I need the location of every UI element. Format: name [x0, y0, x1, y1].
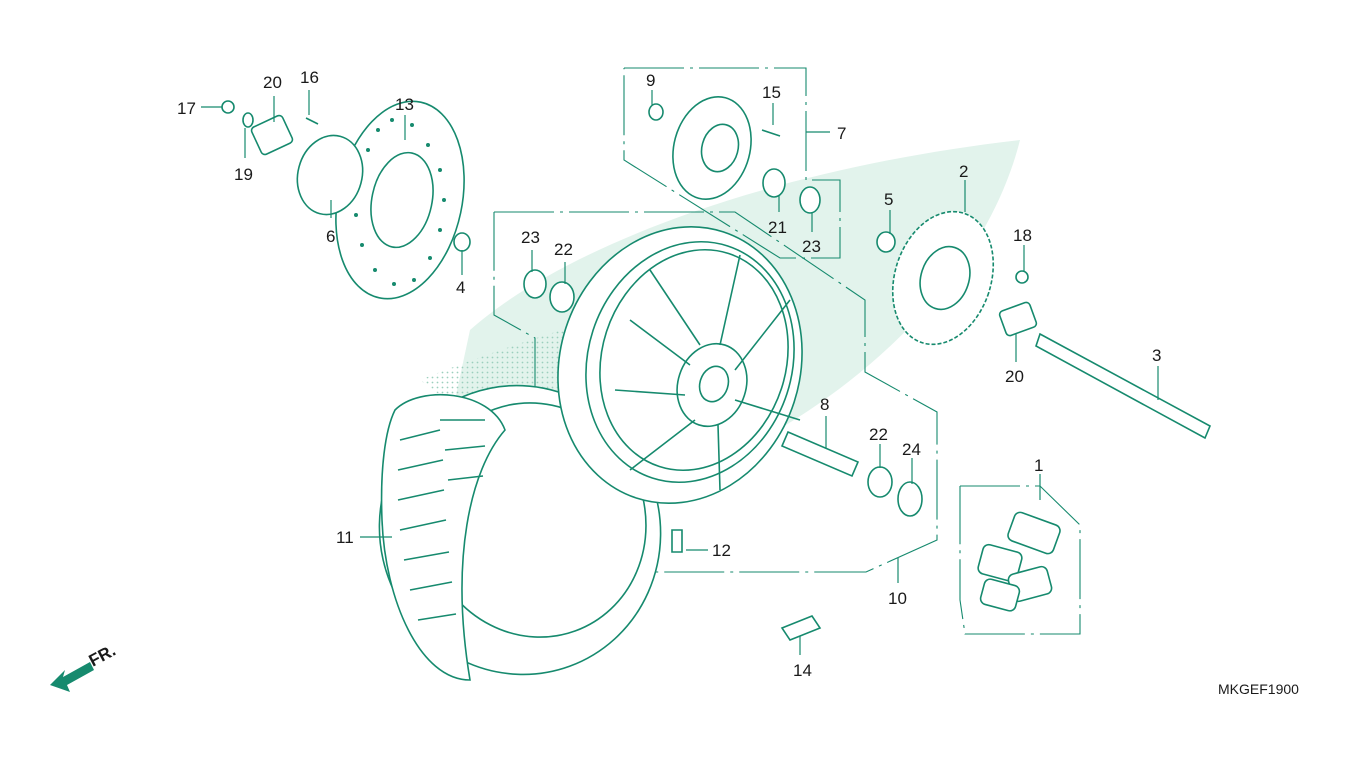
balance-weight-drawing — [780, 615, 822, 641]
callout-labels: 17 20 16 19 13 6 4 9 15 7 21 23 23 22 5 … — [177, 68, 1161, 680]
callout-1: 1 — [1034, 456, 1043, 475]
callout-21: 21 — [768, 218, 787, 237]
callout-3: 3 — [1152, 346, 1161, 365]
bolt-drawing — [305, 117, 319, 125]
gasket-drawing — [296, 134, 364, 216]
distance-collar-drawing — [780, 430, 860, 478]
diagram-code: MKGEF1900 — [1218, 681, 1299, 697]
callout-13: 13 — [395, 95, 414, 114]
sprocket-nut-drawing — [1015, 270, 1029, 284]
callout-19: 19 — [234, 165, 253, 184]
o-ring-drawing — [897, 481, 923, 517]
callout-15: 15 — [762, 83, 781, 102]
sprocket-drawing — [876, 210, 995, 346]
damper-rubbers-drawing — [977, 511, 1061, 612]
stopper-plate-drawing — [250, 114, 294, 156]
callout-17: 17 — [177, 99, 196, 118]
callout-2: 2 — [959, 162, 968, 181]
callout-6: 6 — [326, 227, 335, 246]
valve-drawing — [671, 529, 683, 553]
driven-flange-drawing — [648, 96, 821, 214]
callout-9: 9 — [646, 71, 655, 90]
callout-18: 18 — [1013, 226, 1032, 245]
callout-23: 23 — [521, 228, 540, 247]
callout-24: 24 — [902, 440, 921, 459]
washer-drawing — [242, 112, 254, 128]
callout-12: 12 — [712, 541, 731, 560]
callout-14: 14 — [793, 661, 812, 680]
stopper-plate-right-drawing — [998, 301, 1038, 337]
front-direction-arrow-icon — [50, 662, 94, 692]
callout-4: 4 — [456, 278, 465, 297]
collar-drawing — [453, 232, 471, 252]
callout-10: 10 — [888, 589, 907, 608]
callout-11: 11 — [336, 528, 354, 547]
callout-23: 23 — [802, 237, 821, 256]
callout-8: 8 — [820, 395, 829, 414]
callout-20: 20 — [1005, 367, 1024, 386]
hub-assembly-box — [623, 67, 841, 259]
callout-16: 16 — [300, 68, 319, 87]
bearing-drawing — [549, 281, 575, 313]
leader-lines — [201, 90, 1159, 655]
bearing-right-drawing — [867, 466, 893, 498]
wheel-assembly-box — [493, 211, 938, 573]
callout-22: 22 — [869, 425, 888, 444]
seal-drawing — [523, 269, 547, 299]
callout-7: 7 — [837, 124, 846, 143]
callout-22: 22 — [554, 240, 573, 259]
axle-drawing — [1035, 332, 1212, 440]
nut-drawing — [221, 100, 235, 114]
callout-5: 5 — [884, 190, 893, 209]
wheel-rim-drawing — [557, 225, 803, 505]
callout-20: 20 — [263, 73, 282, 92]
